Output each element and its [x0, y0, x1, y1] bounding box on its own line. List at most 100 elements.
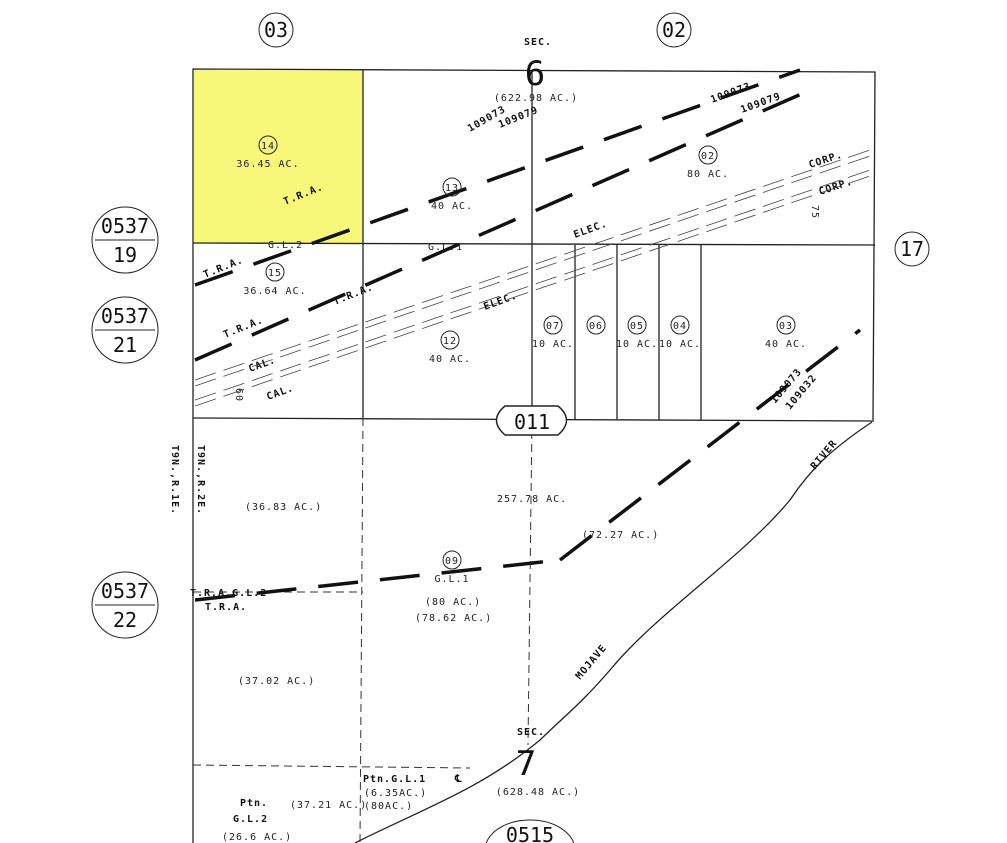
- svg-text:(37.21 AC.): (37.21 AC.): [290, 800, 367, 811]
- svg-text:(37.02 AC.): (37.02 AC.): [238, 676, 315, 687]
- svg-text:T9N.,R.1E.: T9N.,R.1E.: [169, 445, 180, 515]
- mojave-river-line: [354, 421, 873, 843]
- parcel-area: 10 AC.: [532, 339, 574, 350]
- parcel-number: 15: [268, 268, 282, 279]
- parcel-06[interactable]: 06: [586, 315, 606, 335]
- parcel-number-circle: [627, 315, 647, 335]
- parcel-number: 12: [443, 336, 457, 347]
- svg-text:(80AC.): (80AC.): [364, 801, 413, 812]
- svg-text:ELEC.: ELEC.: [572, 218, 609, 240]
- parcel-number: 03: [779, 321, 793, 332]
- parcel-03[interactable]: 03 40 AC.: [765, 315, 807, 350]
- parcel-area: 10 AC.: [616, 339, 658, 350]
- svg-text:(6.35AC.): (6.35AC.): [364, 788, 427, 799]
- section-7-number: 7: [516, 744, 536, 784]
- svg-text:0537: 0537: [101, 214, 149, 238]
- section-7-label: SEC.: [517, 727, 545, 738]
- svg-text:T.R.A.: T.R.A.: [202, 255, 245, 281]
- svg-text:(78.62 AC.): (78.62 AC.): [415, 613, 492, 624]
- svg-text:19: 19: [113, 243, 137, 267]
- parcel-05[interactable]: 05 10 AC.: [616, 315, 658, 350]
- parcel-02[interactable]: 02 80 AC.: [687, 145, 729, 180]
- parcel-number-circle: [440, 330, 460, 350]
- adjacent-book-17[interactable]: 17: [894, 231, 930, 267]
- parcel-number: 02: [701, 151, 715, 162]
- adjacent-book-03[interactable]: 03: [258, 12, 294, 48]
- svg-text:T.R.A.: T.R.A.: [222, 315, 265, 341]
- svg-text:T.R.A.: T.R.A.: [332, 282, 375, 308]
- svg-text:109079: 109079: [739, 91, 782, 116]
- parcel-number-circle: [670, 315, 690, 335]
- svg-text:G.L.1: G.L.1: [428, 242, 463, 253]
- map-page-011: 011: [495, 405, 568, 436]
- parcel-area: G.L.1: [434, 574, 469, 585]
- page-ref-0537-19[interactable]: 0537 19: [91, 206, 159, 274]
- parcel-number-circle: [442, 177, 462, 197]
- svg-text:T9N.,R.2E.: T9N.,R.2E.: [195, 445, 206, 515]
- svg-text:G.L.2: G.L.2: [268, 240, 303, 251]
- svg-text:CAL.: CAL.: [247, 355, 277, 375]
- parcel-number-circle: [698, 145, 718, 165]
- parcel-number: 09: [445, 556, 459, 567]
- svg-text:(26.6 AC.): (26.6 AC.): [222, 832, 292, 843]
- parcel-number-circle: [265, 262, 285, 282]
- parcel-number-circle: [543, 315, 563, 335]
- svg-text:(72.27 AC.): (72.27 AC.): [582, 530, 659, 541]
- parcel-09[interactable]: 09G.L.1: [434, 550, 469, 585]
- parcel-number: 04: [673, 321, 687, 332]
- parcel-number: 05: [630, 321, 644, 332]
- svg-text:℄: ℄: [454, 774, 462, 785]
- svg-text:0515: 0515: [506, 823, 554, 843]
- svg-text:257.78 AC.: 257.78 AC.: [497, 494, 567, 505]
- svg-text:RIVER: RIVER: [809, 438, 840, 472]
- adjacent-book-02[interactable]: 02: [656, 12, 692, 48]
- parcel-number-circle: [442, 550, 462, 570]
- svg-text:03: 03: [264, 18, 288, 42]
- page-ref-0515[interactable]: 0515: [485, 819, 575, 843]
- svg-text:011: 011: [514, 410, 550, 434]
- parcel-07[interactable]: 07 10 AC.: [532, 315, 574, 350]
- svg-text:G.L.2: G.L.2: [233, 814, 268, 825]
- svg-text:ELEC.: ELEC.: [482, 290, 519, 312]
- svg-text:Ptn.: Ptn.: [240, 798, 268, 809]
- svg-text:T.R.A.G.L.2: T.R.A.G.L.2: [190, 588, 267, 599]
- parcel-12[interactable]: 12 40 AC.: [429, 330, 471, 365]
- section-6-number: 6: [525, 54, 545, 94]
- svg-text:60: 60: [233, 388, 244, 402]
- svg-text:(80 AC.): (80 AC.): [425, 597, 481, 608]
- svg-text:17: 17: [900, 237, 924, 261]
- parcel-04[interactable]: 04 10 AC.: [659, 315, 701, 350]
- parcel-number: 14: [261, 141, 275, 152]
- parcel-area: 36.64 AC.: [243, 286, 306, 297]
- svg-text:Ptn.G.L.1: Ptn.G.L.1: [363, 774, 426, 785]
- parcel-area: 80 AC.: [687, 169, 729, 180]
- section-6-label: SEC.: [524, 37, 552, 48]
- svg-text:CORP.: CORP.: [818, 177, 855, 198]
- parcel-number: 07: [546, 321, 560, 332]
- parcel-number-circle: [258, 135, 278, 155]
- page-ref-0537-21[interactable]: 0537 21: [91, 296, 159, 364]
- svg-text:CORP.: CORP.: [808, 150, 845, 171]
- svg-text:21: 21: [113, 333, 137, 357]
- parcel-area: 10 AC.: [659, 339, 701, 350]
- parcel-14-highlight[interactable]: [194, 70, 363, 243]
- parcel-area: 40 AC.: [431, 201, 473, 212]
- svg-text:0537: 0537: [101, 304, 149, 328]
- section-7-area: (628.48 AC.): [496, 787, 580, 798]
- section-6-area: (622.98 AC.): [494, 93, 578, 104]
- svg-text:0537: 0537: [101, 579, 149, 603]
- svg-text:CAL.: CAL.: [265, 383, 295, 403]
- parcel-number-circle: [776, 315, 796, 335]
- svg-text:75: 75: [809, 205, 820, 219]
- parcel-number: 06: [589, 321, 603, 332]
- parcel-15[interactable]: 15 36.64 AC.: [243, 262, 306, 297]
- parcel-area: 40 AC.: [429, 354, 471, 365]
- svg-text:T.R.A.: T.R.A.: [205, 602, 247, 613]
- tra-boundary-lines: [194, 68, 871, 602]
- parcel-area: 40 AC.: [765, 339, 807, 350]
- parcel-number-circle: [586, 315, 606, 335]
